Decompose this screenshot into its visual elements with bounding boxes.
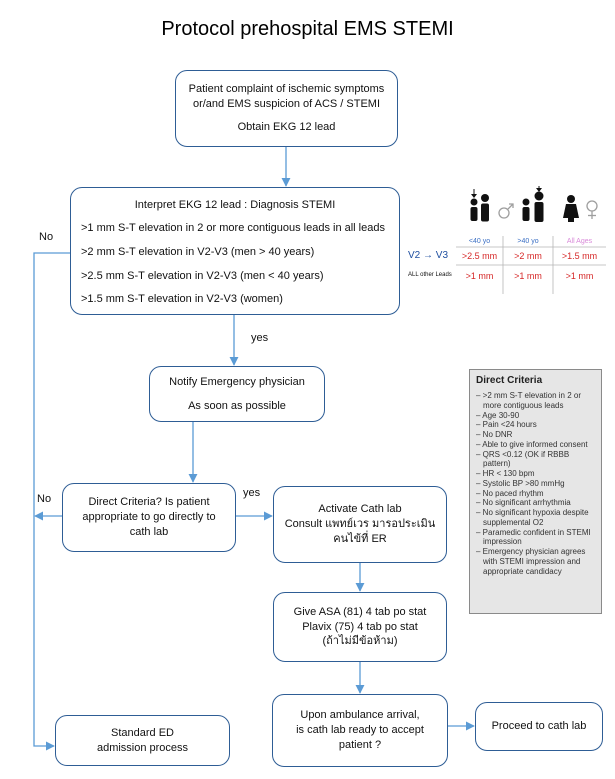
node-standard-line2: admission process: [96, 741, 189, 754]
criterion-item: >1 mm S-T elevation in 2 or more contigu…: [81, 221, 385, 234]
direct-criteria-list: >2 mm S-T elevation in 2 or more contigu…: [476, 391, 595, 576]
female-symbol-icon: [586, 200, 598, 219]
infographic-group-label: <40 yo: [468, 238, 491, 245]
node-standard-ed: Standard ED admission process: [55, 715, 230, 766]
infographic-group-label: All Ages: [566, 238, 593, 245]
direct-criteria-item: Pain <24 hours: [476, 420, 595, 430]
node-direct-line2: appropriate to go directly to: [82, 511, 216, 524]
node-direct-line1: Direct Criteria? Is patient: [88, 496, 210, 509]
node-notify-line1: Notify Emergency physician: [169, 375, 305, 388]
direct-criteria-item: No significant hypoxia despite supplemen…: [476, 508, 595, 528]
direct-criteria-heading: Direct Criteria: [476, 375, 543, 386]
criterion-item: >2 mm S-T elevation in V2-V3 (men > 40 y…: [81, 245, 315, 258]
arrow-interpret-no: [33, 252, 70, 751]
node-interpret-heading: Interpret EKG 12 lead : Diagnosis STEMI: [134, 199, 336, 211]
infographic-value: >1.5 mm: [561, 251, 598, 261]
node-arrival-line1: Upon ambulance arrival,: [300, 709, 420, 722]
woman-icon: [563, 195, 579, 222]
edge-label-yes-direct: yes: [243, 487, 261, 499]
direct-criteria-item: Systolic BP >80 mmHg: [476, 479, 595, 489]
direct-criteria-item: HR < 130 bpm: [476, 469, 595, 479]
node-give-line1: Give ASA (81) 4 tab po stat: [293, 605, 427, 618]
node-direct-criteria-question: Direct Criteria? Is patient appropriate …: [62, 483, 236, 552]
node-give-line2: Plavix (75) 4 tab po stat: [302, 620, 418, 633]
node-proceed-cathlab: Proceed to cath lab: [475, 702, 603, 751]
node-complaint: Patient complaint of ischemic symptoms o…: [175, 70, 398, 147]
infographic-value: >2.5 mm: [461, 251, 498, 261]
node-arrival-line2: is cath lab ready to accept: [296, 724, 424, 737]
direct-criteria-item: Paramedic confident in STEMI impression: [476, 528, 595, 548]
edge-label-no-direct: No: [37, 493, 52, 505]
edge-label-no-interpret: No: [39, 231, 54, 243]
infographic-figures: [456, 186, 606, 294]
direct-criteria-item: >2 mm S-T elevation in 2 or more contigu…: [476, 391, 595, 411]
male-symbol-icon: [498, 203, 514, 219]
node-complaint-line3: Obtain EKG 12 lead: [237, 121, 336, 134]
criterion-item: >2.5 mm S-T elevation in V2-V3 (men < 40…: [81, 269, 324, 282]
page-title: Protocol prehospital EMS STEMI: [161, 18, 454, 40]
infographic-value: >2 mm: [514, 251, 542, 261]
node-ambulance-arrival: Upon ambulance arrival, is cath lab read…: [272, 694, 448, 767]
direct-criteria-item: No significant arrhythmia: [476, 498, 595, 508]
infographic-value: >1 mm: [514, 271, 542, 281]
node-direct-line3: cath lab: [129, 525, 169, 538]
node-arrival-line3: patient ?: [338, 738, 382, 751]
node-notify-line2: As soon as possible: [188, 399, 286, 412]
node-complaint-line2: or/and EMS suspicion of ACS / STEMI: [192, 97, 381, 110]
infographic-value: >1 mm: [465, 271, 494, 281]
older-man-icon: [522, 186, 544, 222]
infographic-row-label-other: ALL other Leads: [408, 272, 452, 278]
stemi-criteria-infographic: <40 yo >40 yo All Ages V2 → V3 >2.5 mm >…: [408, 186, 608, 298]
node-activate-cathlab: Activate Cath lab Consult แพทย์เวร มารอป…: [273, 486, 447, 563]
direct-criteria-panel: Direct Criteria >2 mm S-T elevation in 2…: [469, 369, 602, 614]
node-give-line3: (ถ้าไม่มีข้อห้าม): [322, 635, 398, 648]
node-cathlab-line2: Consult แพทย์เวร มารอประเมิน: [284, 518, 436, 531]
direct-criteria-item: No paced rhythm: [476, 489, 595, 499]
young-man-icon: [470, 189, 489, 222]
node-standard-line1: Standard ED: [111, 726, 174, 739]
edge-label-yes-interpret: yes: [251, 332, 269, 344]
infographic-value: >1 mm: [565, 271, 594, 281]
node-notify: Notify Emergency physician As soon as po…: [149, 366, 325, 422]
direct-criteria-item: Emergency physician agrees with STEMI im…: [476, 547, 595, 576]
infographic-row-label-v2v3: V2 → V3: [408, 250, 449, 261]
criterion-item: >1.5 mm S-T elevation in V2-V3 (women): [81, 293, 283, 306]
node-cathlab-line3: คนไข้ที่ ER: [333, 532, 387, 545]
infographic-group-label: >40 yo: [517, 238, 539, 245]
node-complaint-line1: Patient complaint of ischemic symptoms: [188, 82, 385, 95]
node-interpret: Interpret EKG 12 lead : Diagnosis STEMI …: [70, 187, 400, 315]
node-proceed-line1: Proceed to cath lab: [491, 720, 587, 733]
node-cathlab-line1: Activate Cath lab: [318, 503, 402, 516]
direct-criteria-item: No DNR: [476, 430, 595, 440]
node-give-medication: Give ASA (81) 4 tab po stat Plavix (75) …: [273, 592, 447, 662]
direct-criteria-item: Able to give informed consent: [476, 440, 595, 450]
direct-criteria-item: Age 30-90: [476, 411, 595, 421]
direct-criteria-item: QRS <0.12 (OK if RBBB pattern): [476, 450, 595, 470]
